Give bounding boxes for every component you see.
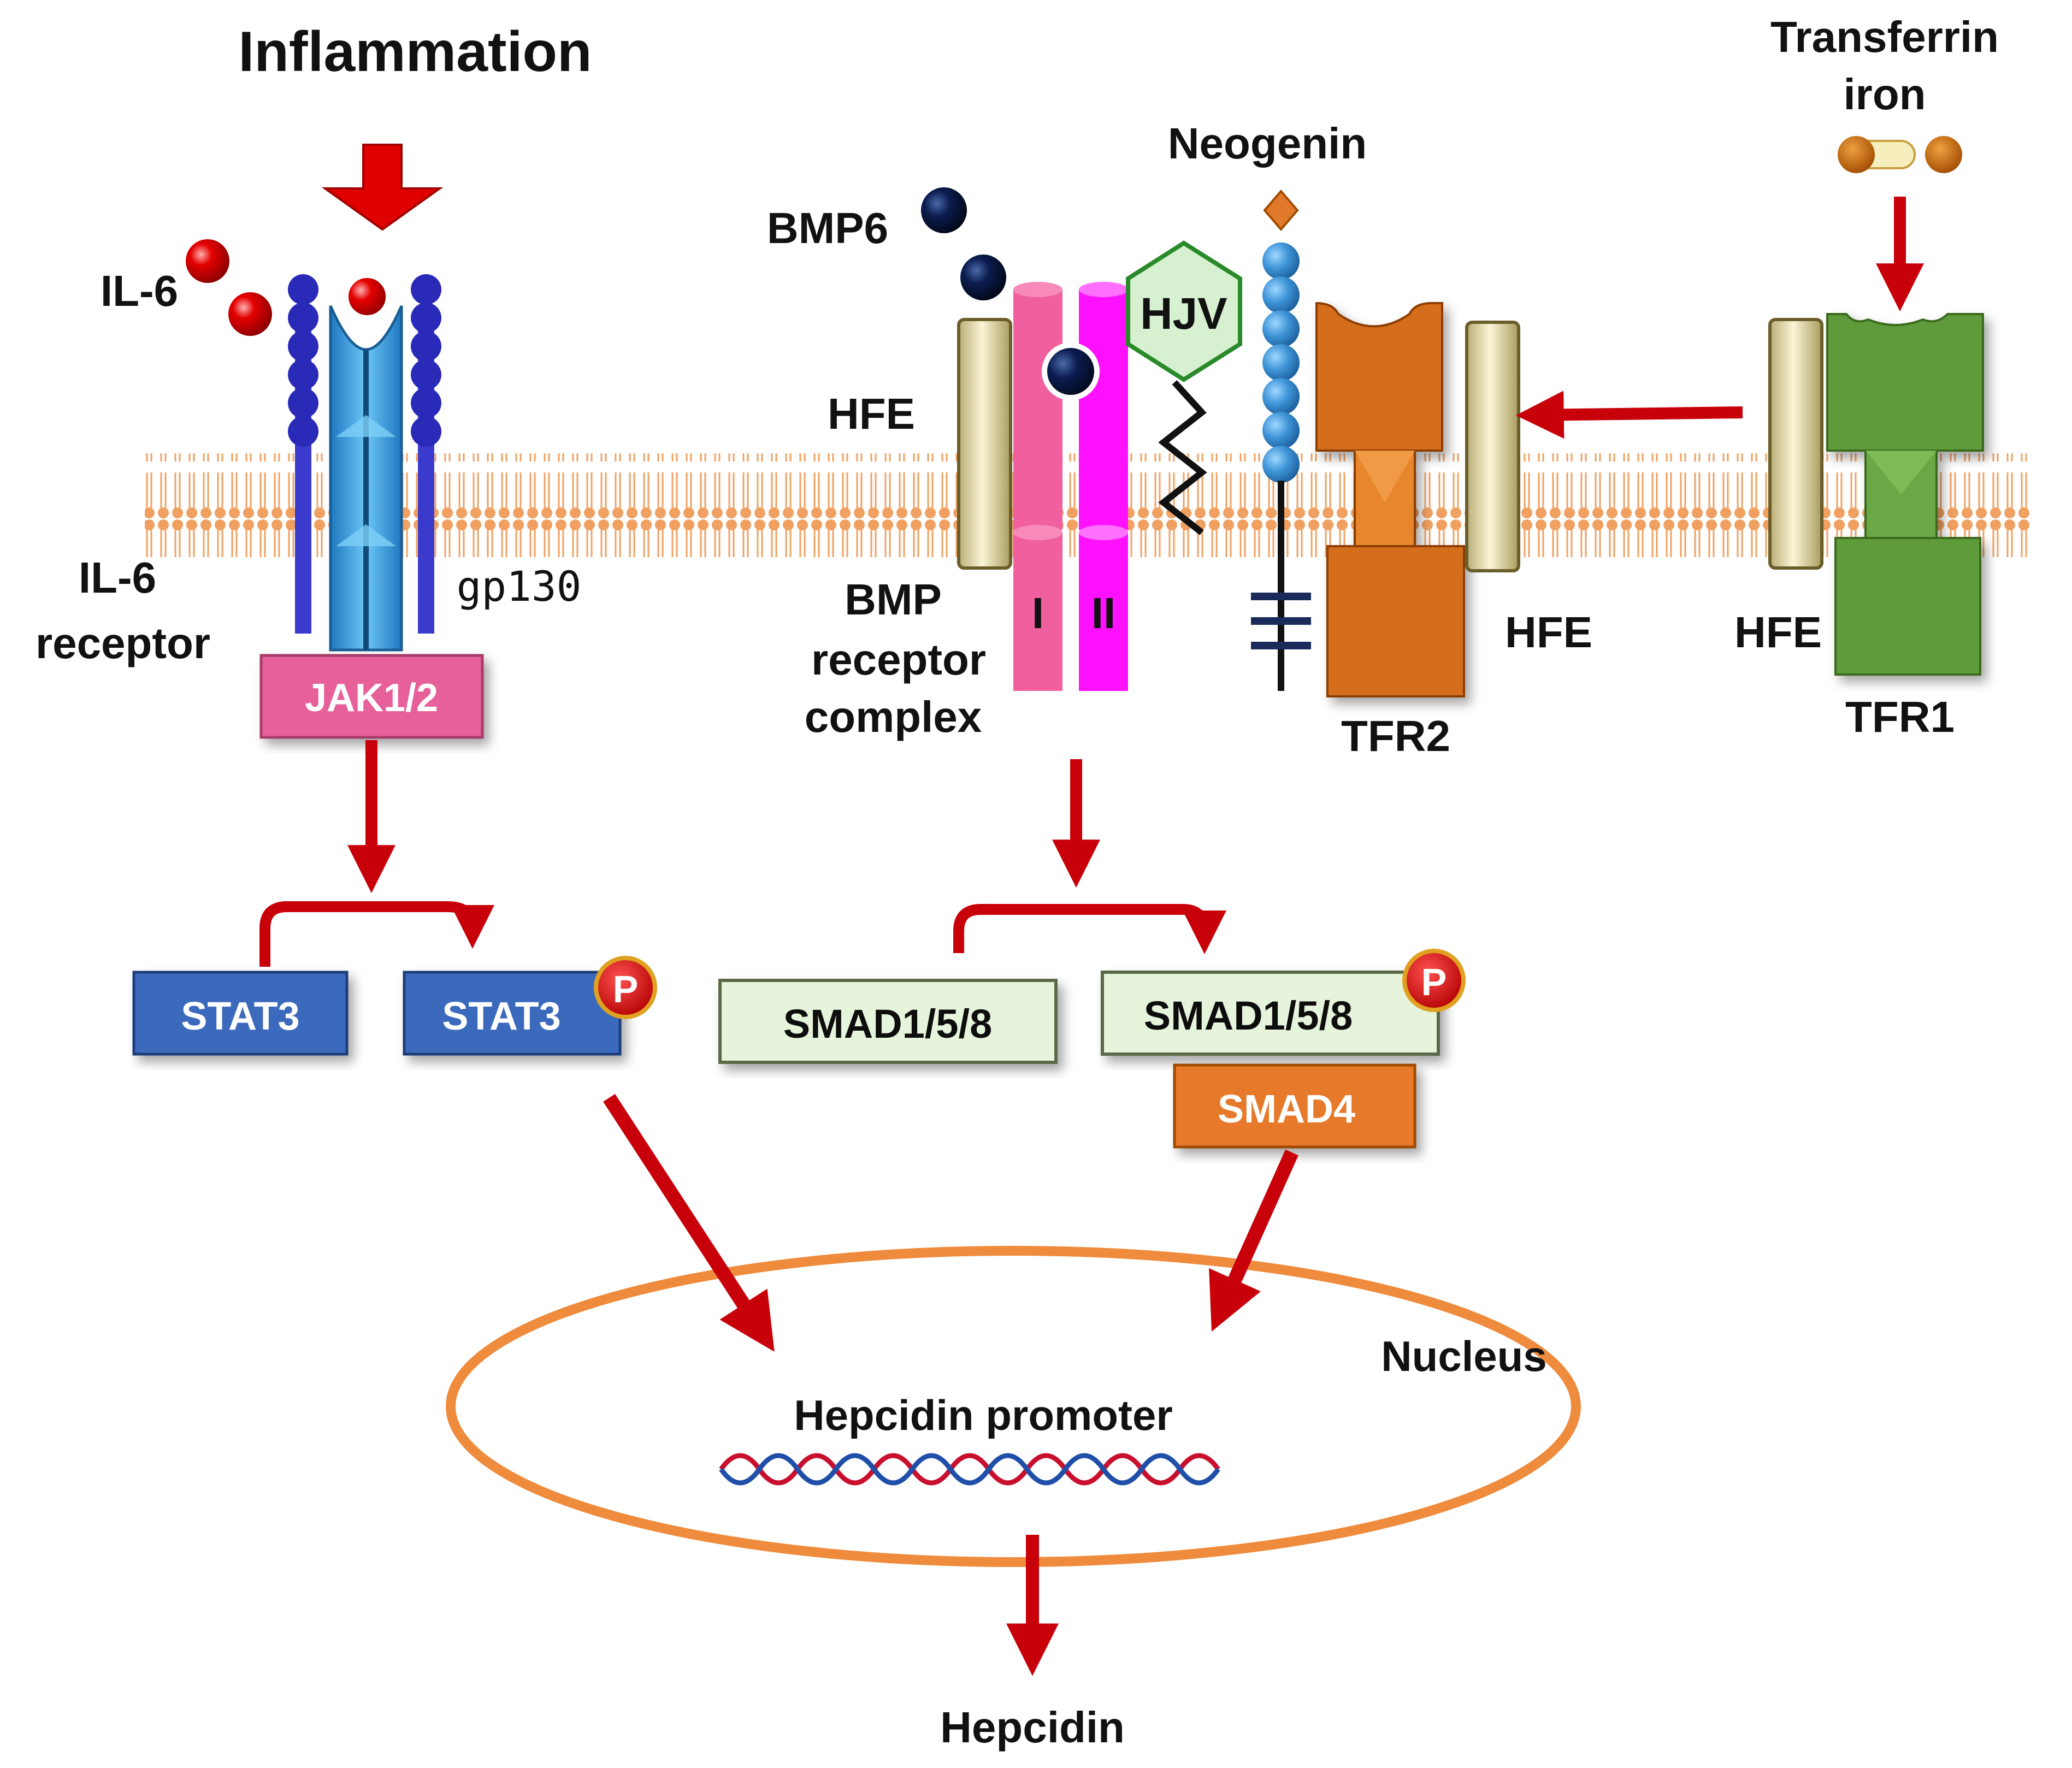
neogenin-label: Neogenin (1168, 119, 1367, 168)
transferrin-iron (1838, 136, 1962, 173)
tfr1-protein (1826, 313, 1984, 676)
svg-text:STAT3: STAT3 (181, 995, 299, 1038)
jak-box: JAK1/2 (259, 654, 484, 739)
il6-label: IL-6 (101, 267, 178, 315)
stat3-phospho-box: STAT3 (403, 971, 622, 1056)
transferrin-label: Transferrin (1770, 13, 1999, 61)
bmp6-ball (960, 255, 1006, 300)
arrow (603, 1093, 775, 1352)
hfe-protein (957, 318, 1012, 570)
bmp6-ball (921, 187, 967, 233)
il6-receptor-label: receptor (36, 619, 210, 667)
il6-receptor-label: IL-6 (79, 553, 156, 602)
gp130-label: gp130 (457, 562, 582, 611)
bmp6-bound-ball (1042, 342, 1100, 400)
receptor-type-i-label: I (1032, 589, 1044, 637)
hfe-protein (1768, 318, 1823, 570)
tfr2-label: TFR2 (1341, 712, 1450, 760)
hepcidin-label: Hepcidin (940, 1703, 1125, 1752)
tfr1-label: TFR1 (1845, 693, 1955, 741)
il6-bound-ball (344, 274, 390, 320)
smad158-box: SMAD1/5/8 (718, 979, 1058, 1064)
arrow (259, 901, 494, 967)
arrow (1209, 1149, 1298, 1332)
svg-text:P: P (613, 968, 639, 1010)
svg-text:SMAD1/5/8: SMAD1/5/8 (1144, 993, 1353, 1038)
hjv-protein: HJV (1126, 240, 1242, 535)
nucleus-ring (446, 1246, 1581, 1567)
receptor-type-ii-label: II (1091, 589, 1115, 637)
bmp-receptor-label: BMP (845, 575, 942, 624)
svg-text:JAK1/2: JAK1/2 (305, 676, 438, 720)
svg-text:HJV: HJV (1140, 289, 1227, 339)
phospho-badge-icon: P (594, 956, 657, 1019)
smad4-box: SMAD4 (1173, 1063, 1416, 1149)
svg-text:STAT3: STAT3 (442, 995, 560, 1038)
nucleus-label: Nucleus (1381, 1332, 1546, 1380)
bmp-receptor-complex (1013, 282, 1128, 691)
bmp-receptor-label: complex (805, 693, 982, 741)
hfe-protein (1465, 321, 1520, 572)
arrow (953, 904, 1226, 954)
bmp6-label: BMP6 (767, 204, 888, 252)
transferrin-label: iron (1843, 70, 1926, 119)
tfr2-protein (1315, 301, 1465, 697)
arrow (1515, 391, 1743, 439)
hfe-label-tfr1: HFE (1734, 608, 1822, 657)
phospho-badge-icon: P (1402, 949, 1466, 1012)
hepcidin-promoter-label: Hepcidin promoter (794, 1391, 1172, 1439)
neogenin-protein (1251, 189, 1311, 691)
svg-text:SMAD1/5/8: SMAD1/5/8 (783, 1001, 992, 1046)
inflammation-label: Inflammation (238, 20, 592, 84)
stat3-box: STAT3 (132, 971, 349, 1056)
svg-text:P: P (1421, 961, 1447, 1003)
svg-text:SMAD4: SMAD4 (1218, 1087, 1355, 1131)
hfe-label-tfr2: HFE (1505, 608, 1592, 657)
dna-helix-icon (719, 1453, 1220, 1486)
il6-ball (228, 292, 272, 336)
bmp-receptor-label: receptor (811, 635, 986, 684)
il6-receptor (288, 274, 441, 652)
hfe-label-left: HFE (828, 389, 915, 438)
smad158-phospho-box: SMAD1/5/8 (1101, 971, 1440, 1056)
down-arrow-icon (321, 144, 444, 231)
il6-ball (186, 239, 229, 283)
gp130-beads (288, 274, 441, 447)
